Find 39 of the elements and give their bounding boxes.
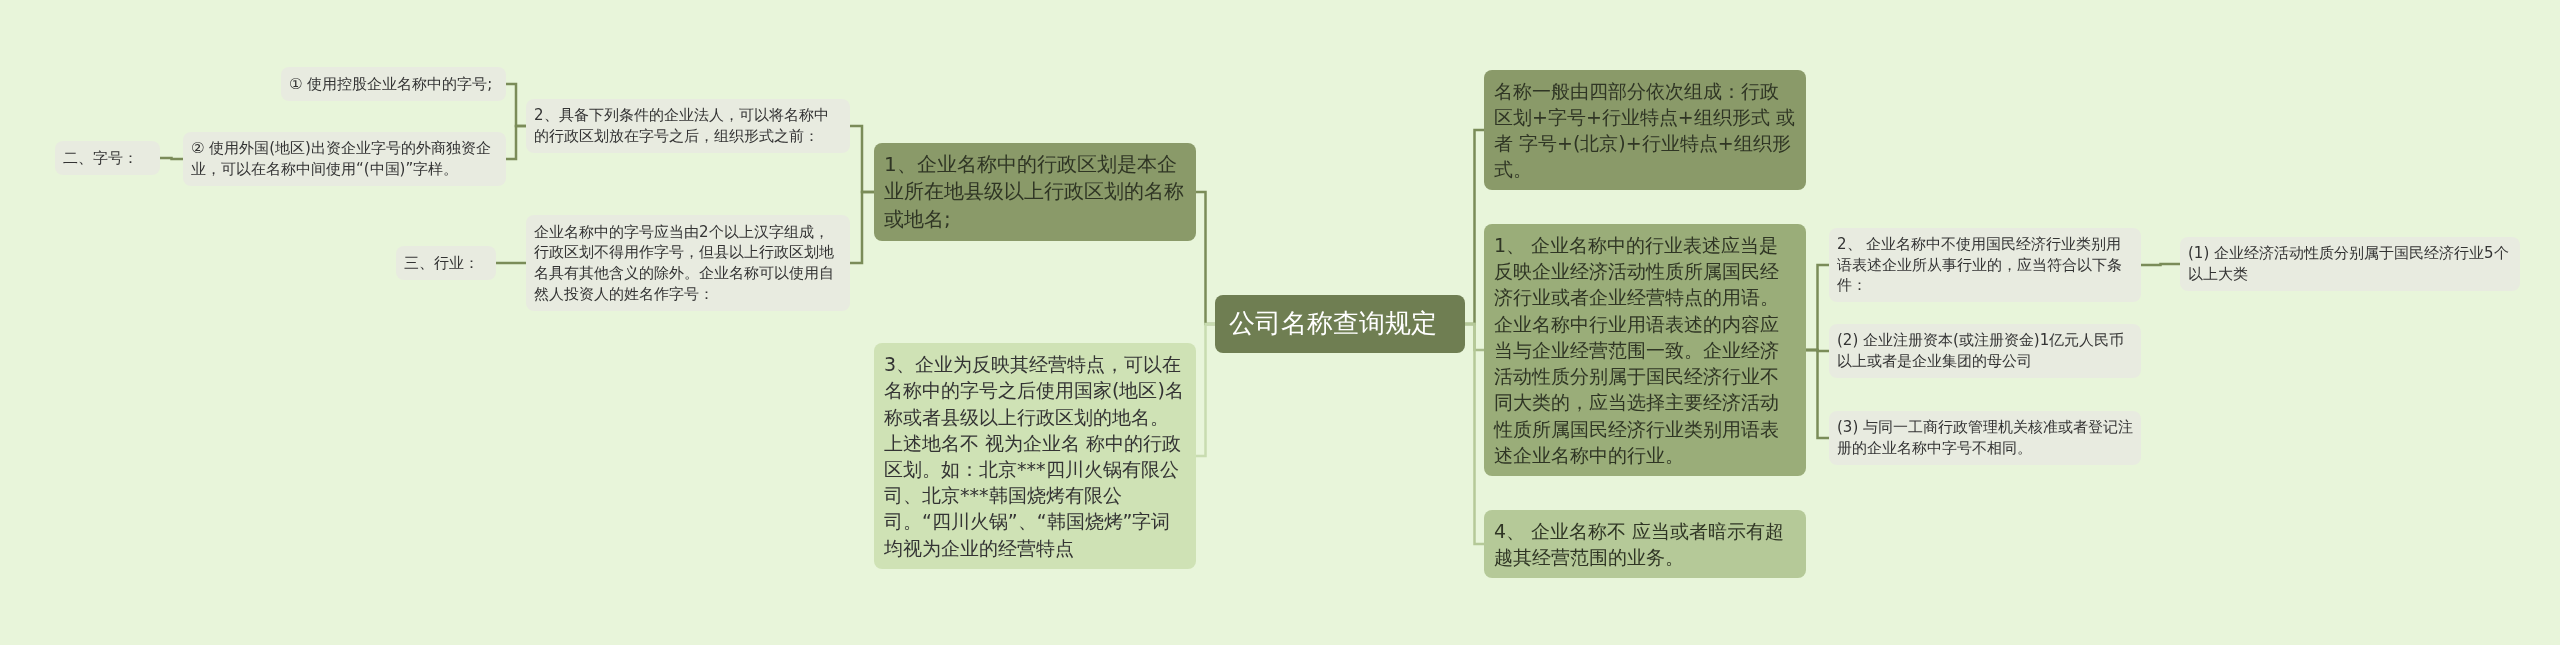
topic-text: (2) 企业注册资本(或注册资金)1亿元人民币以上或者是企业集团的母公司 (1837, 330, 2126, 372)
topic-text: 名称一般由四部分依次组成：行政区划+字号+行业特点+组织形式 或者 字号+(北京)+行业特点+组织形式。 (1494, 78, 1796, 183)
connector-line (2141, 262, 2180, 267)
topic-box (1484, 69, 1806, 191)
topic-text: 1、企业名称中的行政区划是本企业所在地县级以上行政区划的名称或地名; (884, 150, 1185, 233)
connector-line (1465, 322, 1484, 546)
topic-text: 1、 企业名称中的行业表述应当是反映企业经济活动性质所属国民经济行业或者企业经营特点的用语。企业名称中行业用语表述的内容应当与企业经营范围一致。企业经济活动性质分别属于国民经济行业不同大类的，应当选择主要经济活动性质所属国民经济行业类别用语表述企业名称中的行业。 (1494, 233, 1780, 468)
topic-text: ① 使用控股企业名称中的字号; (289, 73, 493, 95)
title-text: 公司名称查询规定 (1229, 307, 1437, 341)
topic-text: 2、 企业名称中不使用国民经济行业类别用语表述企业所从事行业的，应当符合以下条件： (1837, 233, 2123, 297)
topic-text: (3) 与同一工商行政管理机关核准或者登记注册的企业名称中字号不相同。 (1837, 417, 2133, 459)
topic-text: 2、具备下列条件的企业法人，可以将名称中的行政区划放在字号之后，组织形式之前： (534, 105, 830, 147)
topic-text: 三、行业： (404, 252, 479, 274)
topic-text: 4、 企业名称不 应当或者暗示有超越其经营范围的业务。 (1494, 518, 1786, 570)
connector-line (506, 124, 526, 161)
subtopic-box (2180, 236, 2520, 292)
topic-box (1484, 509, 1806, 579)
subtopic-box (183, 131, 506, 187)
topic-text: 企业名称中的字号应当由2个以上汉字组成，行政区划不得用作字号，但县以上行政区划地名具有其他含义的除外。企业名称可以使用自然人投资人的姓名作字号： (534, 221, 835, 305)
subtopic-box (55, 141, 160, 175)
subtopic-box (1829, 323, 2141, 379)
topic-text: 3、企业为反映其经营特点，可以在名称中的字号之后使用国家(地区)名称或者县级以上行政区划的地名。上述地名不 视为企业名 称中的行政区划。如：北京***四川火锅有限公司、北京***韩国烧烤有限公司。“四川火锅”、“韩国烧烤”字词均视为企业的经营特点 (884, 352, 1185, 561)
connector-line (850, 190, 874, 265)
subtopic-box (1829, 410, 2141, 466)
subtopic-box (396, 246, 496, 280)
subtopic-box (526, 215, 850, 311)
subtopic-box (526, 98, 850, 154)
root-topic-box (1215, 294, 1465, 354)
connector-line (160, 156, 183, 161)
topic-box (1484, 224, 1806, 476)
subtopic-box (1829, 227, 2141, 303)
connector-line (1196, 322, 1215, 458)
topic-text: (1) 企业经济活动性质分别属于国民经济行业5个以上大类 (2188, 243, 2510, 285)
connector-line (1806, 348, 1829, 440)
topic-box (874, 142, 1196, 242)
topic-text: ② 使用外国(地区)出资企业字号的外商独资企业，可以在名称中间使用“(中国)”字样。 (191, 138, 492, 180)
topic-text: 二、字号： (63, 147, 138, 169)
subtopic-box (281, 67, 506, 101)
connector-line (496, 261, 526, 265)
